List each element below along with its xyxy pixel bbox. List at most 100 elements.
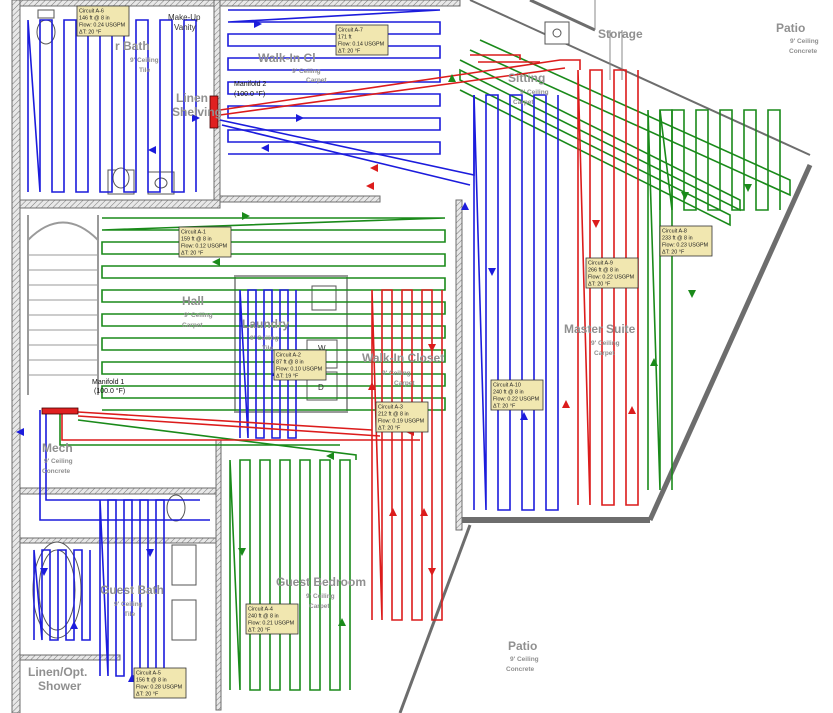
wall-storage-diagonal: [469, 0, 811, 156]
room-walk-in-closet: Walk-In Closet: [362, 351, 444, 365]
wall-bath-hall: [19, 199, 221, 209]
flow-arrow: [146, 549, 154, 557]
room-guest-bath-ceiling: 9' Ceiling: [114, 601, 143, 608]
circuit-label-line: 266 ft @ 8 in: [588, 268, 619, 274]
manifold-1-label: Manifold 1: [92, 379, 124, 386]
circuit-label-line: ΔT: 20 °F: [493, 404, 516, 410]
circuit-label-line: ΔT: 20 °F: [338, 49, 361, 55]
room-hall: Hall: [182, 294, 204, 308]
circuit-label-line: Flow: 0.28 USGPM: [136, 685, 183, 691]
circuit-label-line: Flow: 0.22 USGPM: [493, 397, 540, 403]
vanity-guest-2: [171, 599, 197, 641]
room-walk-in-closet-top-ceiling: 9' Ceiling: [292, 68, 321, 75]
flow-arrow: [520, 412, 528, 420]
circuit-label-box: [273, 349, 327, 381]
flow-arrow: [688, 290, 696, 298]
room-guest-bath-floor: Tile: [124, 611, 135, 618]
circuit-label-line: 156 ft @ 8 in: [136, 678, 167, 684]
dryer-label: D: [318, 383, 324, 392]
wall-storage: [529, 0, 596, 32]
room-patio-top-ceiling: 9' Ceiling: [790, 38, 819, 45]
flow-arrow: [148, 146, 156, 154]
circuit-label-line: Flow: 0.14 USGPM: [338, 42, 385, 48]
room-shelving: Shelving: [172, 105, 222, 119]
flow-arrow: [238, 548, 246, 556]
room-mech: Mech: [42, 441, 73, 455]
circuit-label-line: 159 ft @ 8 in: [181, 237, 212, 243]
manifold-1-temp: (100.0 °F): [94, 387, 125, 395]
circuit-label-box: [585, 257, 639, 289]
room-guest-bath: Guest Bath: [100, 583, 164, 597]
circuit-label-line: Flow: 0.22 USGPM: [588, 275, 635, 281]
room-mech-ceiling: 9' Ceiling: [44, 458, 73, 465]
room-master-suite-floor: Carpet: [594, 350, 615, 357]
walls: [11, 0, 813, 713]
manifold-2-label: Manifold 2: [234, 81, 266, 88]
flow-arrow: [681, 192, 689, 200]
flow-arrow: [254, 20, 262, 28]
stair-enclosure: [27, 215, 99, 395]
flow-arrow: [448, 74, 456, 82]
flow-arrow: [488, 268, 496, 276]
fixtures: [32, 7, 570, 641]
circuit-label-line: ΔT: 19 °F: [276, 374, 299, 380]
loop-circuit-a8: [647, 109, 673, 491]
circuit-label-line: Circuit A-10: [493, 383, 521, 389]
room-walk-in-closet-floor: Carpet: [394, 380, 415, 387]
room-walk-in-closet-top-floor: Carpet: [306, 77, 327, 84]
room-patio-top: Patio: [776, 21, 805, 35]
circuit-label-box: [133, 667, 187, 699]
loop-mech-green: [59, 414, 340, 446]
room-sitting-ceiling: 9' Ceiling: [520, 89, 549, 96]
wall-closet-hall: [219, 195, 381, 203]
circuit-label-line: 171 ft: [338, 35, 352, 41]
loop-circuit-a5-tub: [33, 549, 91, 641]
loop-circuit-a3: [371, 289, 443, 621]
bathtub-inner: [38, 549, 76, 631]
wall-linen-shower: [19, 654, 121, 661]
heating-loops: [27, 9, 791, 691]
circuit-label-line: Circuit A-1: [181, 230, 206, 236]
circuit-label-box: [375, 401, 429, 433]
circuit-label-line: 240 ft @ 8 in: [493, 390, 524, 396]
room-guest-bedroom-ceiling: 9' Ceiling: [306, 593, 335, 600]
wall-guestbath-bedroom: [215, 439, 222, 711]
laundry-outline: [234, 275, 348, 413]
room-mech-floor: Concrete: [42, 468, 71, 475]
circuit-label-line: ΔT: 20 °F: [248, 628, 271, 634]
loop-a10-supply: [219, 95, 475, 186]
wall-suite-diagonal: [647, 163, 813, 522]
room-patio-bottom-floor: Concrete: [506, 666, 535, 673]
room-storage: Storage: [598, 27, 643, 41]
flow-arrow: [261, 144, 269, 152]
flow-arrow: [628, 406, 636, 414]
room-linen-opt: Linen/Opt.: [28, 665, 87, 679]
flow-arrow: [16, 428, 24, 436]
room-linen: Linen: [176, 91, 208, 105]
circuit-label-line: Flow: 0.12 USGPM: [181, 244, 228, 250]
room-guest-bedroom-floor: Carpet: [309, 603, 330, 610]
manifold-1-body[interactable]: [41, 407, 79, 415]
flow-arrow: [368, 382, 376, 390]
manifold-2-body[interactable]: [209, 95, 219, 129]
flow-arrow: [366, 182, 374, 190]
circuit-label-line: 240 ft @ 8 in: [248, 614, 279, 620]
room-guest-bedroom: Guest Bedroom: [276, 575, 366, 589]
flow-arrow: [40, 568, 48, 576]
loop-mech-blue: [39, 410, 210, 521]
circuit-label-line: ΔT: 20 °F: [378, 426, 401, 432]
room-shower: Shower: [38, 679, 82, 693]
